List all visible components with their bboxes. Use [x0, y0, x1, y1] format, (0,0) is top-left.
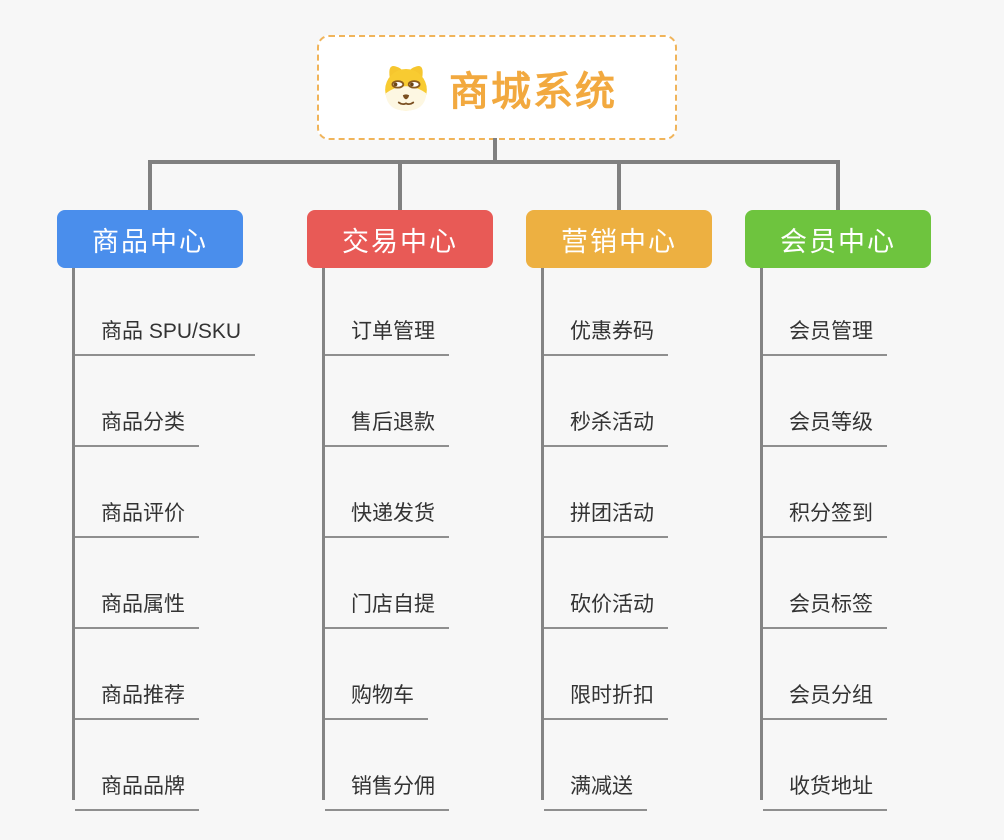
- branch-header-trade-center[interactable]: 交易中心: [307, 210, 493, 268]
- node-product-spu-sku[interactable]: 商品 SPU/SKU: [75, 318, 256, 356]
- branch-items-product-center: 商品 SPU/SKU 商品分类 商品评价 商品属性 商品推荐 商品品牌: [72, 268, 256, 811]
- node-shipping-address[interactable]: 收货地址: [763, 773, 887, 811]
- node-express-delivery[interactable]: 快递发货: [325, 500, 449, 538]
- connector-drop-marketing: [617, 162, 621, 210]
- node-product-recommend[interactable]: 商品推荐: [75, 682, 199, 720]
- node-aftersale-refund[interactable]: 售后退款: [325, 409, 449, 447]
- node-group-buy[interactable]: 拼团活动: [544, 500, 668, 538]
- root-node-mall-system[interactable]: 商城系统: [317, 35, 677, 140]
- node-bargain-activity[interactable]: 砍价活动: [544, 591, 668, 629]
- node-member-group[interactable]: 会员分组: [763, 682, 887, 720]
- branch-product-center: 商品中心 商品 SPU/SKU 商品分类 商品评价 商品属性 商品推荐 商品品牌: [57, 210, 256, 811]
- connector-drop-member: [836, 162, 840, 210]
- branch-header-marketing-center[interactable]: 营销中心: [526, 210, 712, 268]
- connector-drop-trade: [398, 162, 402, 210]
- node-coupon-code[interactable]: 优惠券码: [544, 318, 668, 356]
- branch-marketing-center: 营销中心 优惠券码 秒杀活动 拼团活动 砍价活动 限时折扣 满减送: [526, 210, 712, 811]
- node-product-category[interactable]: 商品分类: [75, 409, 199, 447]
- branch-header-product-center[interactable]: 商品中心: [57, 210, 243, 268]
- branch-header-member-center[interactable]: 会员中心: [745, 210, 931, 268]
- dog-face-icon: [385, 65, 427, 111]
- branch-items-trade-center: 订单管理 售后退款 快递发货 门店自提 购物车 销售分佣: [322, 268, 449, 811]
- node-store-pickup[interactable]: 门店自提: [325, 591, 449, 629]
- node-product-review[interactable]: 商品评价: [75, 500, 199, 538]
- node-flash-sale[interactable]: 秒杀活动: [544, 409, 668, 447]
- node-spend-and-save[interactable]: 满减送: [544, 773, 647, 811]
- connector-drop-product: [148, 162, 152, 210]
- node-product-brand[interactable]: 商品品牌: [75, 773, 199, 811]
- node-sales-commission[interactable]: 销售分佣: [325, 773, 449, 811]
- node-product-attribute[interactable]: 商品属性: [75, 591, 199, 629]
- node-member-management[interactable]: 会员管理: [763, 318, 887, 356]
- branch-items-member-center: 会员管理 会员等级 积分签到 会员标签 会员分组 收货地址: [760, 268, 887, 811]
- connector-horizontal: [148, 160, 840, 164]
- node-order-management[interactable]: 订单管理: [325, 318, 449, 356]
- root-node-title: 商城系统: [449, 69, 617, 114]
- branch-trade-center: 交易中心 订单管理 售后退款 快递发货 门店自提 购物车 销售分佣: [307, 210, 493, 811]
- branch-member-center: 会员中心 会员管理 会员等级 积分签到 会员标签 会员分组 收货地址: [745, 210, 931, 811]
- node-limited-time-discount[interactable]: 限时折扣: [544, 682, 668, 720]
- node-member-level[interactable]: 会员等级: [763, 409, 887, 447]
- node-member-tag[interactable]: 会员标签: [763, 591, 887, 629]
- node-shopping-cart[interactable]: 购物车: [325, 682, 428, 720]
- branch-items-marketing-center: 优惠券码 秒杀活动 拼团活动 砍价活动 限时折扣 满减送: [541, 268, 668, 811]
- connector-root-stub: [493, 138, 497, 162]
- node-points-checkin[interactable]: 积分签到: [763, 500, 887, 538]
